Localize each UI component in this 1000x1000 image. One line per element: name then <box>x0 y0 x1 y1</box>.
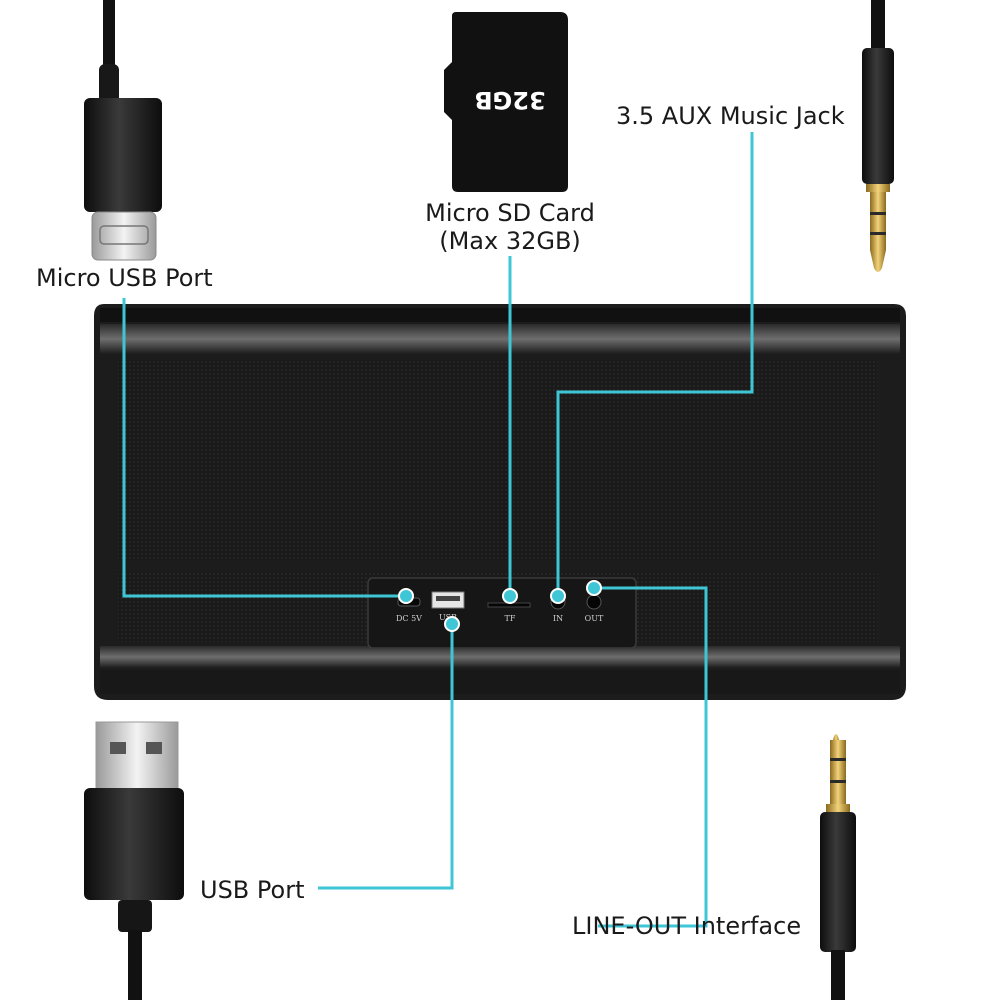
dc-port-label: DC 5V <box>396 614 422 623</box>
callout-dots <box>398 580 602 632</box>
tf-slot-label: TF <box>505 614 516 623</box>
dot-micro-sd <box>502 588 518 604</box>
micro-sd-card-capacity-note: (Max 32GB) <box>439 227 581 255</box>
out-jack <box>586 594 602 610</box>
dot-line-out <box>586 580 602 596</box>
dot-usb <box>444 616 460 632</box>
aux-music-jack-label: 3.5 AUX Music Jack <box>616 102 845 130</box>
usb-a-cable <box>84 721 184 1000</box>
speaker-body <box>94 304 906 700</box>
dot-aux <box>550 588 566 604</box>
micro-usb-port-label: Micro USB Port <box>36 264 213 292</box>
port-panel: DC 5V USB TF IN OUT <box>367 577 637 649</box>
dot-micro-usb <box>398 588 414 604</box>
aux-jack-cable-top <box>862 0 894 272</box>
in-jack-label: IN <box>553 614 563 623</box>
out-jack-label: OUT <box>585 614 604 623</box>
micro-sd-card: 32GB <box>444 12 568 192</box>
callout-lines <box>122 132 754 928</box>
usb-port-callout-label: USB Port <box>200 876 305 904</box>
sd-card-capacity: 32GB <box>474 86 545 114</box>
micro-usb-cable <box>84 0 162 261</box>
aux-jack-cable-bottom <box>820 734 856 1000</box>
line-out-interface-label: LINE-OUT Interface <box>572 912 802 940</box>
micro-sd-card-label: Micro SD Card (Max 32GB) <box>410 199 610 255</box>
micro-sd-card-title: Micro SD Card <box>425 199 595 227</box>
